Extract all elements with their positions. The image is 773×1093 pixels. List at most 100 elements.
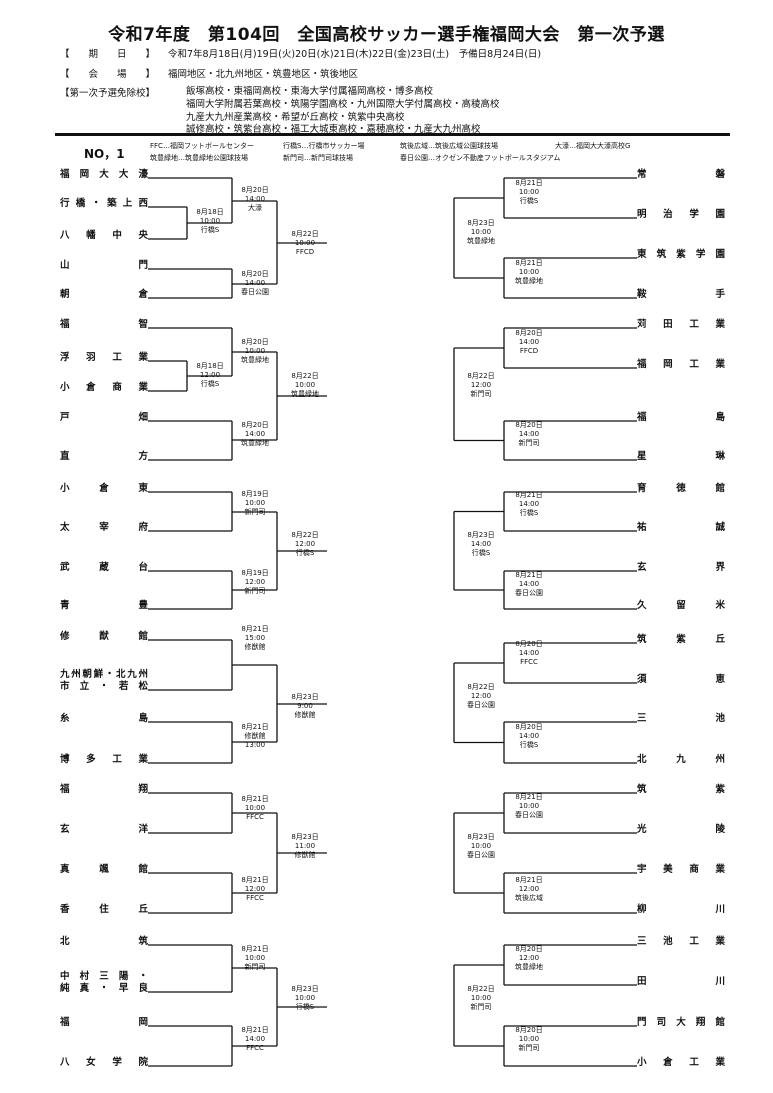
match-venue: 行橋S (519, 197, 539, 205)
match-time: 10:00 (518, 802, 540, 810)
match-venue: 筑後広域 (515, 894, 543, 902)
team-name-right: 三池 (637, 713, 725, 725)
match-date: 8月22日 (291, 531, 319, 539)
match-time: 14:00 (518, 430, 540, 438)
match-time: 12:00 (294, 540, 316, 548)
match-venue: 行橋S (471, 549, 491, 557)
team-name-left: 武蔵台 (60, 562, 148, 574)
match-venue: 筑豊緑地 (515, 963, 543, 971)
team-label: 純真・早良 (60, 983, 148, 994)
match-venue: 筑豊緑地 (241, 356, 269, 364)
team-name-right: 祐誠 (637, 522, 725, 534)
team-label: 福智 (60, 319, 148, 330)
team-name-left: 九州朝鮮・北九州 (60, 669, 148, 681)
match-date: 8月22日 (467, 372, 495, 380)
match-date: 8月21日 (241, 945, 269, 953)
team-name-left: 小倉東 (60, 483, 148, 495)
team-name-right: 須恵 (637, 674, 725, 686)
legend-entry: 行橋S…行橋市サッカー場 (283, 142, 365, 150)
team-label: 福岡 (60, 1017, 148, 1028)
team-label: 直方 (60, 451, 148, 462)
team-label: 八女学院 (60, 1057, 148, 1068)
team-name-left: 行橋・築上西 (60, 198, 148, 210)
legend-entry: 春日公園…オクゼン不動産フットボールスタジアム (400, 154, 561, 162)
team-label: 筑紫丘 (637, 634, 725, 645)
team-label: 宇美商業 (637, 864, 725, 875)
match-venue: 新門司 (244, 587, 266, 595)
team-label: 福島 (637, 412, 725, 423)
match-time: 10:00 (294, 381, 316, 389)
match-date: 8月18日 (196, 362, 224, 370)
match-date: 8月19日 (241, 490, 269, 498)
match-date: 8月20日 (515, 723, 543, 731)
match-time: 12:00 (244, 578, 266, 586)
legend-entry: 新門司…新門司球技場 (283, 154, 353, 162)
match-time: 14:00 (244, 1035, 266, 1043)
match-venue: 筑豊緑地 (241, 439, 269, 447)
match-time: 14:00 (518, 338, 540, 346)
match-date: 8月20日 (515, 945, 543, 953)
match-venue: 新門司 (470, 1003, 492, 1011)
match-time: 10:00 (244, 347, 266, 355)
team-name-left: 修猷館 (60, 631, 148, 643)
team-label: 市立・若松 (60, 681, 148, 692)
match-time: 14:00 (244, 279, 266, 287)
match-date: 8月21日 (241, 795, 269, 803)
team-name-left: 玄洋 (60, 824, 148, 836)
match-date: 8月21日 (241, 723, 269, 731)
match-time: 14:00 (518, 500, 540, 508)
team-label: 星琳 (637, 451, 725, 462)
match-date: 8月23日 (291, 985, 319, 993)
legend-entry: FFC…福岡フットボールセンター (150, 142, 254, 150)
match-date: 8月23日 (467, 531, 495, 539)
match-time: 14:00 (244, 430, 266, 438)
match-time: 9:00 (297, 702, 313, 710)
match-date: 8月20日 (241, 270, 269, 278)
team-label: 三池工業 (637, 936, 725, 947)
team-label: 光陵 (637, 824, 725, 835)
team-name-left: 北筑 (60, 936, 148, 948)
team-label: 武蔵台 (60, 562, 148, 573)
team-name-left: 福岡大大濠 (60, 169, 148, 181)
match-date: 8月21日 (515, 571, 543, 579)
team-name-right: 明治学園 (637, 209, 725, 221)
team-name-right: 筑紫丘 (637, 634, 725, 646)
match-time: 12:00 (470, 692, 492, 700)
team-label: 修猷館 (60, 631, 148, 642)
match-date: 8月21日 (515, 179, 543, 187)
match-time: 10:00 (470, 994, 492, 1002)
team-name-right: 柳川 (637, 904, 725, 916)
team-label: 筑紫 (637, 784, 725, 795)
team-name-right: 筑紫 (637, 784, 725, 796)
match-time: 14:00 (518, 732, 540, 740)
match-venue: 行橋S (519, 509, 539, 517)
match-venue: 春日公園 (241, 288, 269, 296)
team-label: 太宰府 (60, 522, 148, 533)
team-label: 三池 (637, 713, 725, 724)
team-name-right: 北九州 (637, 754, 725, 766)
match-venue: 行橋S (200, 380, 220, 388)
match-venue: 筑豊緑地 (515, 277, 543, 285)
team-label: 糸島 (60, 713, 148, 724)
match-time: 修猷館 (244, 732, 266, 740)
match-venue: FFCC (520, 658, 538, 666)
match-venue: 修猷館 (294, 711, 316, 719)
match-date: 8月20日 (241, 186, 269, 194)
team-name-left: 香住丘 (60, 904, 148, 916)
